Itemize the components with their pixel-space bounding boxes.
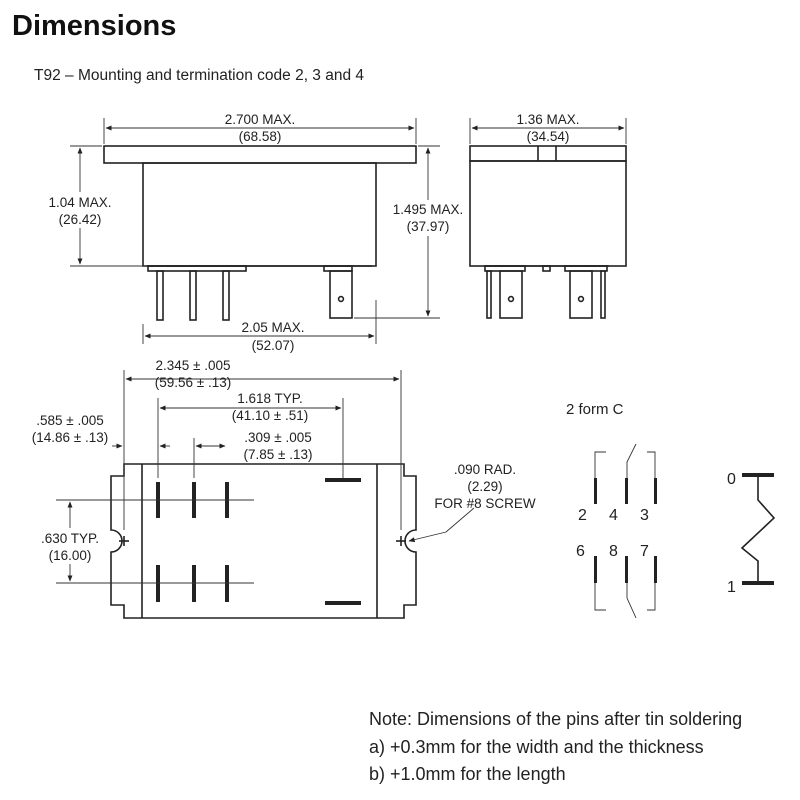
coil-symbol: 0 1 [727, 471, 776, 596]
max-width-inch-label: 2.700 MAX. [225, 112, 296, 127]
pin-label-7: 7 [640, 543, 649, 560]
pitch-mm-label: (7.85 ± .13) [244, 447, 313, 462]
coil-pin-label-1: 1 [727, 579, 736, 596]
typ-span-mm-label: (41.10 ± .51) [232, 408, 308, 423]
total-height-inch-label: 1.495 MAX. [393, 202, 464, 217]
pin-label-6: 6 [576, 543, 585, 560]
row-gap-inch-label: .630 TYP. [41, 531, 99, 546]
soldering-note: Note: Dimensions of the pins after tin s… [369, 706, 742, 789]
pin-label-3: 3 [640, 507, 649, 524]
total-height-mm-label: (37.97) [407, 219, 450, 234]
pin-label-8: 8 [609, 543, 618, 560]
max-width-mm-label: (68.58) [239, 129, 282, 144]
typ-span-inch-label: 1.618 TYP. [237, 391, 303, 406]
note-line-1: Note: Dimensions of the pins after tin s… [369, 709, 743, 729]
page-title: Dimensions [12, 10, 177, 42]
hole-span-mm-label: (59.56 ± .13) [155, 375, 231, 390]
pin-label-4: 4 [609, 507, 618, 524]
pin-span-inch-label: 2.05 MAX. [241, 320, 304, 335]
body-height-inch-label: 1.04 MAX. [48, 195, 111, 210]
offset-mm-label: (14.86 ± .13) [32, 430, 108, 445]
contact-schematic: 2 form C 2 4 3 6 8 7 [566, 401, 657, 619]
pitch-inch-label: .309 ± .005 [244, 430, 311, 445]
coil-pin-label-0: 0 [727, 471, 736, 488]
side-width-inch-label: 1.36 MAX. [516, 112, 579, 127]
bottom-view: 2.345 ± .005 (59.56 ± .13) 1.618 TYP. (4… [30, 358, 536, 619]
side-view: 1.36 MAX. (34.54) [469, 112, 627, 319]
note-line-3: b) +1.0mm for the length [369, 764, 566, 784]
pin-label-2: 2 [578, 507, 587, 524]
body-height-mm-label: (26.42) [59, 212, 102, 227]
note-line-2: a) +0.3mm for the width and the thicknes… [369, 736, 704, 757]
row-gap-mm-label: (16.00) [49, 548, 92, 563]
pin-span-mm-label: (52.07) [252, 338, 295, 353]
diagram-subtitle: T92 – Mounting and termination code 2, 3… [34, 67, 365, 84]
radius-inch-label: .090 RAD. [454, 462, 516, 477]
front-view: 2.700 MAX. (68.58) 1.04 MAX. (26.42) 1.4… [40, 112, 472, 353]
offset-inch-label: .585 ± .005 [36, 413, 103, 428]
side-width-mm-label: (34.54) [527, 129, 570, 144]
radius-note-label: FOR #8 SCREW [434, 496, 536, 511]
hole-span-inch-label: 2.345 ± .005 [156, 358, 231, 373]
form-label: 2 form C [566, 401, 624, 418]
radius-mm-label: (2.29) [467, 479, 502, 494]
